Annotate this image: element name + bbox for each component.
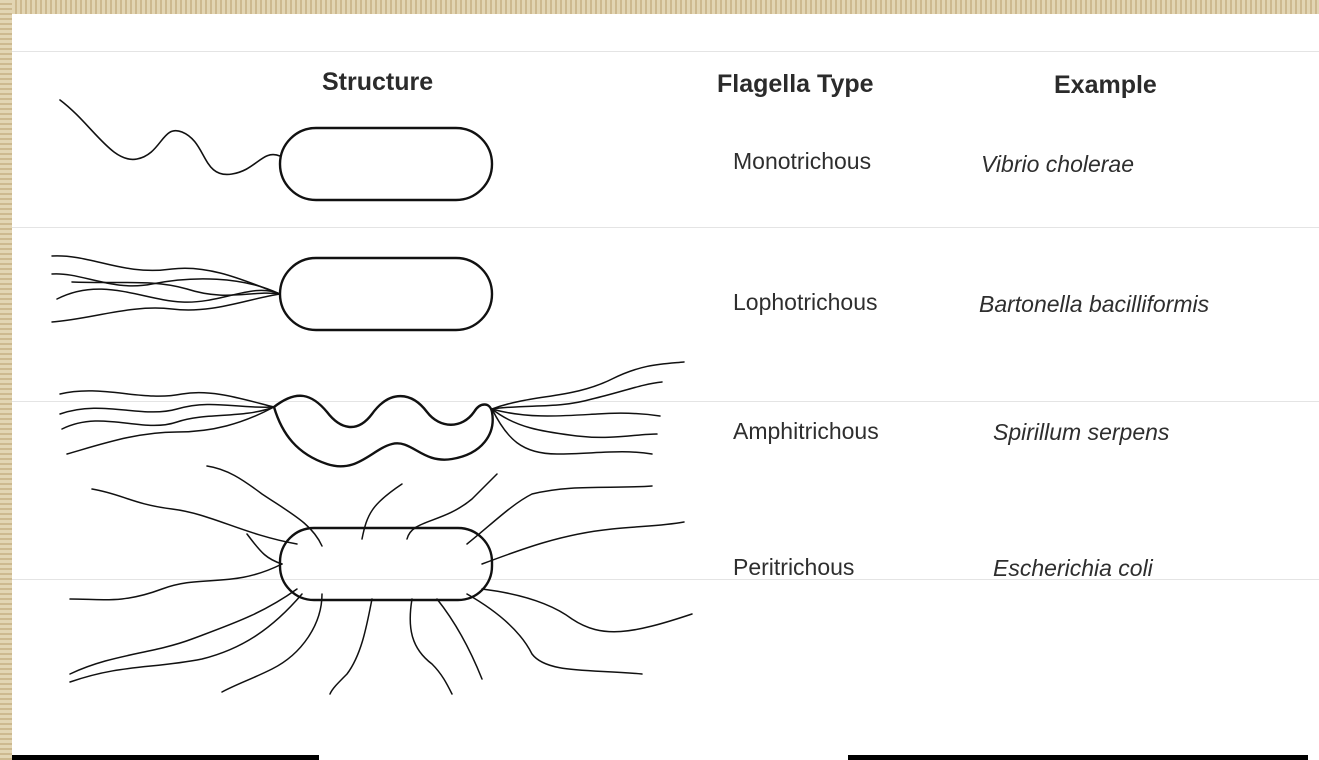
flagellum <box>437 599 482 679</box>
flagellum <box>362 484 402 539</box>
diagram-panel: Structure Flagella Type Example Monotric… <box>12 14 1319 760</box>
flagellum <box>467 486 652 544</box>
monotrichous-bacterium <box>60 100 492 200</box>
flagellum <box>222 594 322 692</box>
cell-body <box>280 528 492 600</box>
cell-body <box>280 258 492 330</box>
peritrichous-bacterium <box>70 466 692 694</box>
flagellum <box>247 534 282 564</box>
flagellum <box>60 391 274 407</box>
cell-body <box>274 396 493 467</box>
flagella-structure-drawings <box>12 14 1319 760</box>
flagellum <box>330 599 372 694</box>
lophotrichous-bacterium <box>52 256 492 330</box>
flagellum <box>492 362 684 409</box>
flagellum <box>60 404 274 414</box>
flagellum <box>70 564 282 600</box>
flagellum <box>410 599 452 694</box>
frame-top-border <box>0 0 1319 14</box>
flagellum <box>482 589 692 632</box>
bottom-edge-bar <box>848 755 1308 760</box>
flagellum <box>407 474 497 539</box>
flagellum <box>467 594 642 674</box>
flagellum <box>60 100 280 174</box>
flagellum <box>57 289 280 302</box>
flagellum <box>52 294 280 322</box>
flagellum <box>492 382 662 409</box>
frame-left-border <box>0 0 12 760</box>
flagellum <box>52 256 280 294</box>
bottom-edge-bar <box>12 755 319 760</box>
flagellum <box>482 522 684 564</box>
flagellum <box>207 466 322 546</box>
flagellum <box>492 409 660 416</box>
amphitrichous-bacterium <box>60 362 684 466</box>
cell-body <box>280 128 492 200</box>
